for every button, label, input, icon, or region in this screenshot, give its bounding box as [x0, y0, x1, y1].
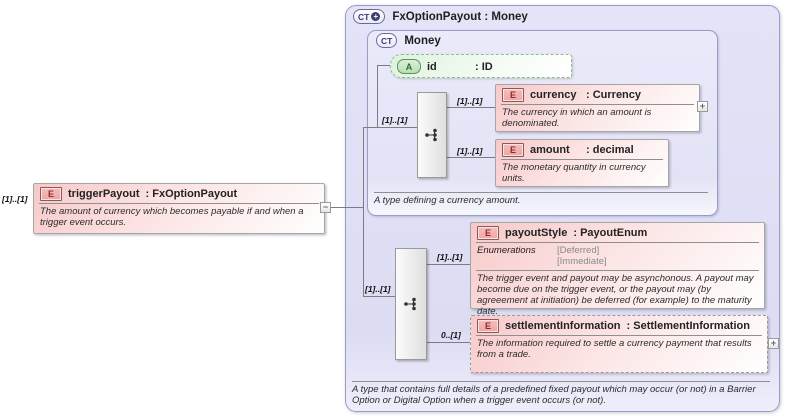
- sequence-cardinality: [1]..[1]: [365, 284, 391, 294]
- connector: [331, 207, 363, 208]
- attribute-badge-icon: A: [397, 59, 421, 74]
- element-header: E triggerPayout : FxOptionPayout: [34, 184, 324, 203]
- element-type: : PayoutEnum: [573, 227, 648, 239]
- element-badge-icon: E: [477, 226, 499, 240]
- element-type: : Currency: [586, 89, 642, 101]
- attribute-name: id: [427, 60, 437, 73]
- element-name: settlementInformation: [505, 320, 621, 332]
- element-name: amount: [530, 144, 570, 156]
- element-name: payoutStyle: [505, 227, 568, 239]
- element-badge-icon: E: [502, 143, 524, 157]
- element-badge-icon: E: [502, 88, 524, 102]
- element-badge-icon: E: [477, 319, 499, 333]
- element-cardinality: [1]..[1]: [437, 252, 463, 262]
- container-title: FxOptionPayout : Money: [392, 10, 528, 23]
- attribute-type: : ID: [475, 60, 493, 73]
- complex-type-badge: CT: [376, 33, 398, 48]
- money-title: Money: [404, 34, 441, 47]
- attribute-id[interactable]: A id : ID: [390, 54, 572, 78]
- container-doc: A type that contains full details of a p…: [352, 384, 756, 407]
- sequence-icon: [404, 297, 416, 311]
- element-header: E amount : decimal: [496, 140, 668, 159]
- root-cardinality: [1]..[1]: [2, 194, 28, 204]
- element-payoutStyle[interactable]: E payoutStyle : PayoutEnum Enumerations …: [470, 222, 765, 317]
- connector: [445, 107, 495, 108]
- connector: [445, 157, 495, 158]
- element-name: triggerPayout: [68, 188, 140, 200]
- enumeration-values: [Deferred] [Immediate]: [557, 245, 607, 268]
- element-cardinality: 0..[1]: [441, 330, 461, 340]
- enumerations-label: Enumerations: [477, 245, 536, 256]
- element-cardinality: [1]..[1]: [457, 146, 483, 156]
- element-currency[interactable]: E currency : Currency The currency in wh…: [495, 84, 700, 132]
- expand-icon[interactable]: +: [768, 338, 779, 349]
- enumerations-row: Enumerations [Deferred] [Immediate]: [476, 242, 759, 270]
- connector: [377, 65, 390, 66]
- money-header: CT Money: [376, 33, 441, 48]
- sequence-compositor[interactable]: [395, 248, 427, 360]
- enumeration-value: [Deferred]: [557, 245, 600, 256]
- expand-icon[interactable]: +: [697, 101, 708, 112]
- element-header: E payoutStyle : PayoutEnum: [471, 223, 764, 242]
- connector: [377, 65, 378, 127]
- element-doc: The information required to settle a cur…: [476, 335, 762, 363]
- element-header: E settlementInformation : SettlementInfo…: [471, 316, 767, 335]
- connector: [363, 296, 395, 297]
- collapse-toggle-icon[interactable]: −: [320, 202, 331, 213]
- attribute-header: A id : ID: [391, 55, 571, 76]
- element-doc: The amount of currency which becomes pay…: [39, 203, 319, 231]
- sequence-compositor[interactable]: [417, 92, 447, 178]
- badge-label: CT: [381, 35, 393, 46]
- element-cardinality: [1]..[1]: [457, 96, 483, 106]
- sequence-icon: [425, 128, 437, 142]
- element-type: : FxOptionPayout: [145, 188, 238, 200]
- element-header: E currency : Currency: [496, 85, 699, 104]
- money-doc: A type defining a currency amount.: [374, 195, 521, 206]
- element-type: : decimal: [586, 144, 634, 156]
- enumeration-value: [Immediate]: [557, 256, 607, 268]
- element-doc: The trigger event and payout may be asyn…: [476, 269, 759, 321]
- element-triggerPayout[interactable]: E triggerPayout : FxOptionPayout The amo…: [33, 183, 325, 234]
- element-amount[interactable]: E amount : decimal The monetary quantity…: [495, 139, 669, 187]
- divider: [352, 381, 770, 382]
- element-doc: The monetary quantity in currency units.: [501, 159, 663, 187]
- element-name: currency: [530, 89, 577, 101]
- element-settlementInformation[interactable]: E settlementInformation : SettlementInfo…: [470, 315, 768, 373]
- element-badge-icon: E: [40, 187, 62, 201]
- connector: [425, 264, 470, 265]
- container-header: CT + FxOptionPayout : Money: [353, 9, 528, 24]
- connector: [363, 127, 364, 296]
- sequence-cardinality: [1]..[1]: [382, 115, 408, 125]
- divider: [374, 192, 708, 193]
- connector: [425, 342, 470, 343]
- badge-label: CT: [358, 11, 370, 22]
- element-doc: The currency in which an amount is denom…: [501, 104, 694, 132]
- connector: [363, 127, 417, 128]
- complex-type-badge: CT +: [353, 9, 386, 24]
- extension-plus-icon: +: [371, 12, 381, 21]
- element-type: : SettlementInformation: [626, 320, 750, 332]
